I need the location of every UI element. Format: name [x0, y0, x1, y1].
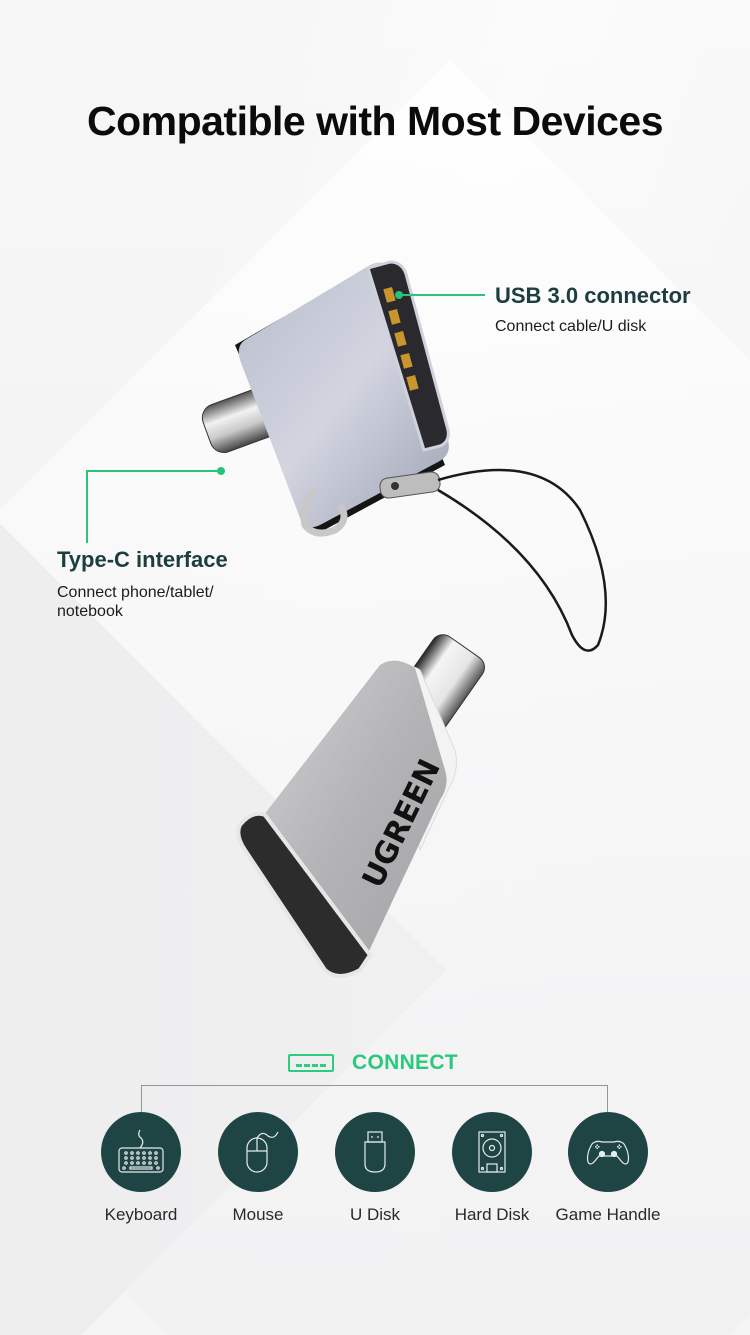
hard-disk-icon	[478, 1131, 506, 1173]
device-u-disk: U Disk	[310, 1112, 440, 1225]
typec-callout-title: Type-C interface	[57, 547, 228, 572]
device-keyboard: Keyboard	[76, 1112, 206, 1225]
usb-port-icon	[288, 1054, 334, 1072]
mouse-icon	[246, 1131, 279, 1173]
keyboard-icon	[118, 1129, 164, 1173]
device-label: Keyboard	[104, 1205, 178, 1224]
device-mouse: Mouse	[193, 1112, 323, 1225]
device-label: U Disk	[349, 1205, 401, 1224]
typec-callout-subtitle-1: Connect phone/tablet/	[57, 584, 214, 601]
typec-callout-subtitle-2: notebook	[57, 603, 123, 620]
usb-callout-subtitle: Connect cable/U disk	[495, 318, 647, 335]
device-label: Mouse	[232, 1205, 284, 1224]
device-game-handle: Game Handle	[543, 1112, 673, 1225]
usb-callout-title: USB 3.0 connector	[495, 283, 691, 308]
typec-callout-line-v	[86, 470, 88, 543]
typec-callout-dot	[217, 467, 225, 475]
device-list: Keyboard Mouse U Disk	[0, 1112, 750, 1232]
adapter-with-lanyard-image	[201, 260, 608, 652]
connect-header: CONNECT	[288, 1050, 458, 1076]
gamepad-icon	[586, 1140, 630, 1165]
ugreen-adapter-image: UGREEN	[236, 634, 485, 978]
page-title: Compatible with Most Devices	[86, 98, 664, 144]
typec-callout-line-h	[86, 470, 220, 472]
connect-bracket	[141, 1085, 608, 1113]
device-hard-disk: Hard Disk	[427, 1112, 557, 1225]
device-label: Game Handle	[555, 1205, 661, 1224]
device-label: Hard Disk	[454, 1205, 530, 1224]
usb-callout-line	[400, 294, 485, 296]
usb-drive-icon	[364, 1131, 386, 1173]
connect-label: CONNECT	[352, 1051, 458, 1074]
usb-callout-dot	[395, 291, 403, 299]
